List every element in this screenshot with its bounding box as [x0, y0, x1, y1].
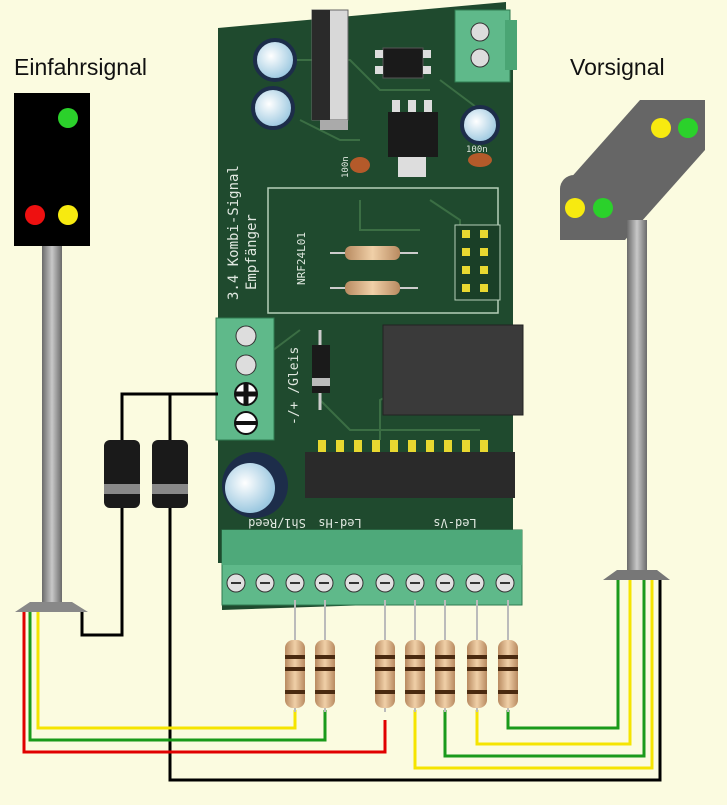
cap-value-1: 100n: [341, 156, 351, 178]
board-title: 3.4 Kombi-Signal: [226, 165, 242, 300]
chip-icon: [375, 47, 431, 79]
radio-module: [382, 324, 524, 416]
wires: [22, 392, 662, 782]
board-subtitle: Empfänger: [244, 214, 260, 290]
cap-value-2: 100n: [466, 145, 488, 155]
output-terminal: [221, 529, 523, 606]
pin-header: [462, 230, 488, 292]
distant-signal: [555, 95, 705, 580]
resistor-icon: [330, 246, 418, 295]
diode-icon: [104, 440, 140, 508]
yellow-led-icon: [565, 198, 585, 218]
diode-icon: [312, 330, 330, 410]
yellow-led-icon: [58, 205, 78, 225]
entry-signal: [14, 93, 90, 612]
red-led-icon: [25, 205, 45, 225]
pcb-board: 3.4 Kombi-Signal Empfänger NRF24L01 -/+ …: [206, 0, 526, 610]
green-led-icon: [58, 108, 78, 128]
green-led-icon: [593, 198, 613, 218]
module-label: NRF24L01: [295, 232, 308, 285]
ceramic-capacitor: [350, 153, 492, 173]
distant-signal-label: Vorsignal: [570, 54, 665, 80]
capacitor-icon: [251, 38, 500, 145]
driver-chip: [305, 452, 515, 498]
entry-signal-label: Einfahrsignal: [14, 54, 147, 80]
led-hs-label: Led-Hs: [318, 516, 361, 530]
power-terminal: [454, 9, 517, 83]
track-label: -/+ /Gleis: [287, 347, 302, 425]
track-terminal: [215, 317, 275, 441]
ic-pins: [318, 440, 488, 452]
reed-label: Sh1/Reed: [248, 516, 306, 530]
diode-icon: [152, 440, 188, 508]
electrolytic-capacitor: [222, 452, 288, 518]
resistor-bodies: [285, 640, 518, 708]
voltage-regulator: [311, 9, 349, 130]
led-vs-label: Led-Vs: [433, 516, 476, 530]
smd-regulator: [388, 100, 438, 177]
yellow-led-icon: [651, 118, 671, 138]
green-led-icon: [678, 118, 698, 138]
